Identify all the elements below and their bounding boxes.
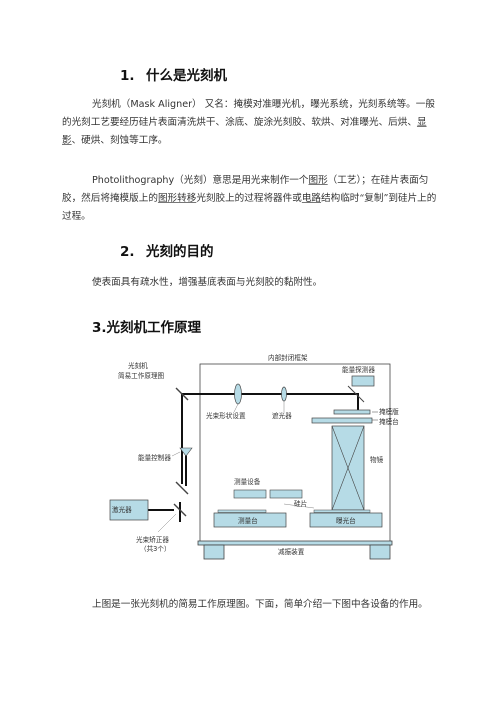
mask-stage — [311, 417, 373, 424]
label-enclosure: 内部封闭框架 — [268, 353, 308, 362]
beam-corrector-3 — [175, 387, 189, 401]
text-run: （工艺）；在硅片表面匀胶，然后将掩模版上的 — [62, 175, 429, 204]
text-run-latin: Mask Aligner — [130, 99, 193, 110]
text-run: 使表面具有疏水性，增强基底表面与光刻胶的黏附性。 — [92, 277, 323, 288]
paragraph-definition: 光刻机（Mask Aligner） 又名：掩模对准曝光机，曝光系统，光刻系统等。… — [62, 96, 438, 150]
label-shutter: 遮光器 — [272, 411, 292, 420]
lithography-diagram: 光刻机 简易工作原理图 内部封闭框架 能量探测器 光束形状设置 遮光器 掩模版 … — [109, 353, 399, 560]
text-run: 光刻机（ — [92, 99, 131, 110]
wafer-right — [313, 509, 371, 513]
link-pattern[interactable]: 图形 — [308, 175, 328, 186]
exposure-stage — [309, 512, 383, 528]
label-mask: 掩模版 — [379, 407, 399, 416]
text-run: 光刻胶上的过程将器件或 — [196, 193, 302, 204]
section-heading-2: 2. 光刻的目的 — [120, 240, 214, 260]
label-laser: 激光器 — [112, 505, 132, 514]
label-title1: 光刻机 — [128, 361, 148, 370]
measuring-device-right — [269, 489, 303, 499]
measure-stage — [213, 512, 287, 528]
text-run: 结构临时“复制”到硅片上的过程。 — [62, 193, 437, 222]
laser — [109, 499, 149, 521]
shutter — [281, 386, 287, 402]
beam-shaping-lens — [234, 383, 242, 405]
link-circuit[interactable]: 电路 — [301, 193, 322, 204]
text-run: （光刻）意思是用光来制作一个 — [174, 175, 309, 186]
energy-detector — [351, 375, 375, 387]
measuring-device-left — [233, 489, 267, 499]
paragraph-diagram-intro: 上图是一张光刻机的简易工作原理图。下面，简单介绍一下图中各设备的作用。 — [62, 596, 438, 614]
damping-foot-right — [369, 544, 391, 560]
text-run: 、硬烘、刻蚀等工序。 — [71, 135, 168, 146]
beam-corrector-2 — [175, 481, 189, 495]
label-energy-controller: 能量控制器 — [138, 453, 171, 462]
section-heading-3: 3.光刻机工作原理 — [92, 320, 202, 336]
label-beam-corrector-count: （共3个） — [140, 544, 171, 553]
energy-controller — [179, 447, 193, 457]
paragraph-purpose: 使表面具有疏水性，增强基底表面与光刻胶的黏附性。 — [62, 274, 438, 292]
mask — [333, 409, 371, 415]
paragraph-photolithography: Photolithography（光刻）意思是用光来制作一个图形（工艺）；在硅片… — [62, 172, 438, 226]
link-pattern-transfer[interactable]: 图形转移 — [157, 193, 197, 204]
link-development[interactable]: 显影 — [62, 117, 427, 146]
top-mirror — [347, 385, 365, 403]
label-energy-detector: 能量探测器 — [342, 365, 375, 374]
wafer-left — [217, 509, 267, 513]
section-number: 1. — [120, 68, 135, 84]
beam-path-top — [181, 393, 359, 484]
section-heading-1: 1. 什么是光刻机 — [120, 64, 227, 84]
label-objective: 物镜 — [370, 455, 384, 464]
label-measuring-device: 测量设备 — [234, 477, 261, 486]
label-title2: 简易工作原理图 — [118, 371, 165, 380]
beam-corrector-1 — [173, 503, 187, 517]
damping-foot-left — [203, 544, 225, 560]
section-title: 什么是光刻机 — [146, 68, 227, 84]
label-damping: 减振装置 — [278, 547, 305, 556]
label-beam-corrector: 光束矫正器 — [136, 535, 169, 544]
text-run-latin: Photolithography — [92, 175, 175, 186]
text-run: 上图是一张光刻机的简易工作原理图。下面，简单介绍一下图中各设备的作用。 — [92, 599, 428, 610]
text-run: ） 又名：掩模对准曝光机，曝光系统，光刻系统等。一般的光刻工艺要经历硅片表面清洗… — [62, 99, 435, 128]
base-plate — [197, 540, 393, 546]
label-measure-stage: 测量台 — [238, 516, 258, 525]
label-beam-shaping: 光束形状设置 — [206, 411, 246, 420]
label-exposure-stage: 曝光台 — [336, 516, 356, 525]
label-wafer: 硅片 — [294, 499, 307, 508]
section-number: 2. — [120, 244, 135, 260]
label-mask-stage: 掩模台 — [379, 417, 399, 426]
section-title: 光刻的目的 — [146, 244, 214, 260]
